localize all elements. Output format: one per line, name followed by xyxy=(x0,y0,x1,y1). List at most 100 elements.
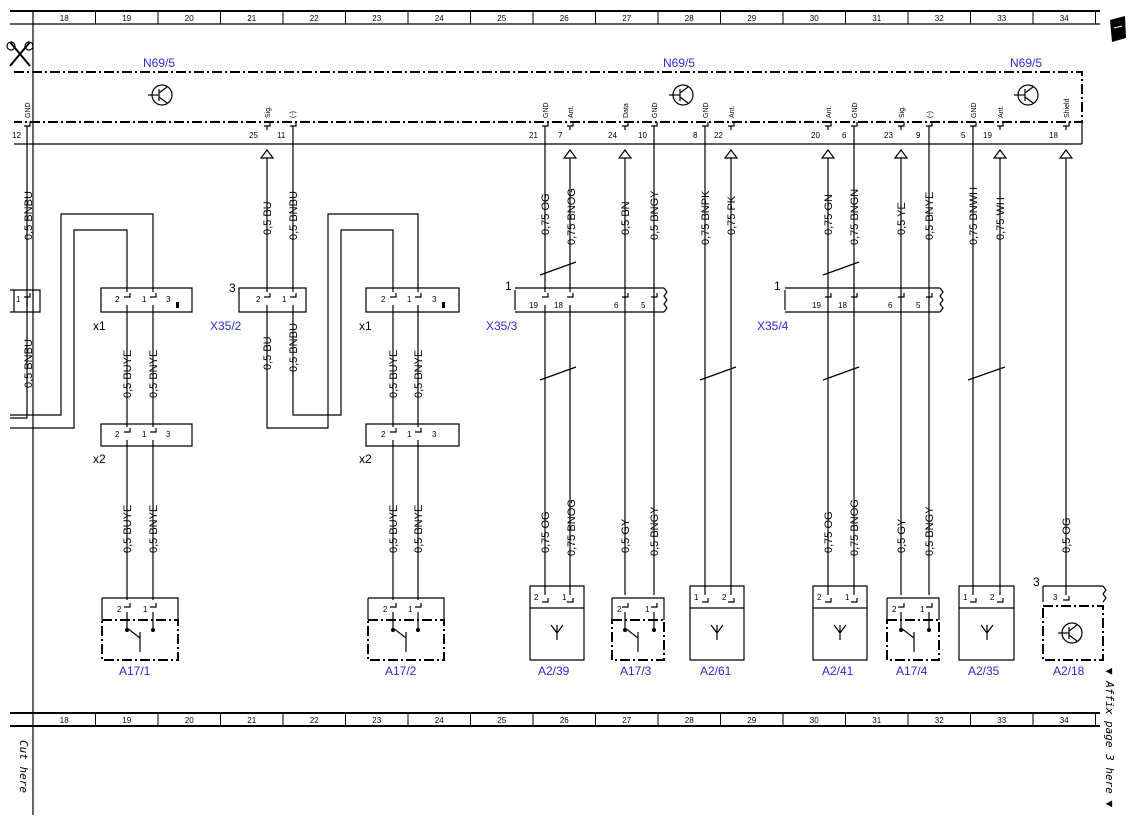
pin-label: Ant. xyxy=(826,105,833,118)
wire-label: 0,5 BU xyxy=(262,336,274,370)
component-label: A2/61 xyxy=(700,664,732,678)
ruler-top-number: 26 xyxy=(560,14,569,23)
wire-label: 0,5 OG xyxy=(1061,518,1073,553)
wire-label: 0,5 BNYE xyxy=(413,505,425,553)
wire-label: 0,5 YE xyxy=(896,202,908,235)
conn-pin: 3 xyxy=(166,295,171,304)
pin-label: GND xyxy=(971,102,978,118)
comp-pin: 1 xyxy=(645,605,650,614)
comp-pin: 2 xyxy=(817,593,822,602)
component-a17-1: 2 1 A17/1 xyxy=(101,597,179,678)
component-a2-39: 2 1 A2/39 xyxy=(529,585,585,678)
wire-label: 0,75 GN xyxy=(823,194,835,235)
comp-pin: 1 xyxy=(845,593,850,602)
ruler-bottom-number: 26 xyxy=(560,716,569,725)
ruler-top-number: 24 xyxy=(435,14,444,23)
comp-pin: 1 xyxy=(694,593,699,602)
wire-label: 0,75 BNOG xyxy=(566,188,578,245)
scissors-icon xyxy=(6,41,34,67)
conn-pin: 19 xyxy=(529,301,538,310)
ruler-bottom-number: 27 xyxy=(622,716,631,725)
module-label: N69/5 xyxy=(143,56,175,70)
wire-label: 0,5 BNBU xyxy=(288,191,300,240)
connector-prefix: x2 xyxy=(93,452,106,466)
ruler-top-number: 28 xyxy=(685,14,694,23)
pin-number: 6 xyxy=(842,131,847,140)
ruler-bottom-number: 19 xyxy=(122,716,131,725)
component-a2-18: 3 3 A2/18 xyxy=(1033,575,1107,678)
ruler-bottom-number: 28 xyxy=(685,716,694,725)
component-label: A17/4 xyxy=(896,664,928,678)
pin-label: Ant. xyxy=(998,105,1005,118)
pin-number: 23 xyxy=(884,131,893,140)
wire-label: 0,75 OG xyxy=(823,511,835,553)
component-label: A2/35 xyxy=(968,664,1000,678)
ruler-top-number: 27 xyxy=(622,14,631,23)
pin-number: 7 xyxy=(558,131,563,140)
cut-here-label: Cut here xyxy=(17,740,30,793)
wire-label: 0,5 BNYE xyxy=(148,505,160,553)
wire-label: 0,75 PK xyxy=(726,195,738,235)
connector-label: X35/4 xyxy=(757,319,789,333)
pin-label: Sig. xyxy=(899,106,906,118)
comp-pin: 1 xyxy=(408,605,413,614)
connector-label: X35/3 xyxy=(486,319,518,333)
ruler-top-number: 21 xyxy=(247,14,256,23)
pin-label: GND xyxy=(852,102,859,118)
comp-pin: 1 xyxy=(562,593,567,602)
conn-pin: 18 xyxy=(838,301,847,310)
components: 2 1 A17/1 2 1 A17/2 2 1 A2/39 xyxy=(101,575,1107,678)
conn-pin: 2 xyxy=(381,295,386,304)
pin-number: 10 xyxy=(638,131,647,140)
wire-label: 0,75 OG xyxy=(540,193,552,235)
conn-pin: 5 xyxy=(916,301,921,310)
ruler-top-number: 29 xyxy=(747,14,756,23)
connector-row-1: 1 2 1 3 x1 3 2 1 X35/2 2 1 3 x1 1 19 18 … xyxy=(10,279,944,333)
wire-label: 0,75 OG xyxy=(540,511,552,553)
pin-label: Ant. xyxy=(568,105,575,118)
ruler-bottom-number: 23 xyxy=(372,716,381,725)
pin-number: 18 xyxy=(1049,131,1058,140)
wire-labels-top: 0,5 BNBU 0,5 BU 0,5 BNBU 0,75 OG 0,75 BN… xyxy=(23,187,1007,245)
pin-number: 22 xyxy=(714,131,723,140)
pin-label: Ant. xyxy=(729,105,736,118)
pin-number: 19 xyxy=(983,131,992,140)
conn-pin: 2 xyxy=(381,430,386,439)
wire-label: 0,75 BNOG xyxy=(849,499,861,556)
conn-pin: 1 xyxy=(407,430,412,439)
comp-pin: 2 xyxy=(117,605,122,614)
shield-markers xyxy=(259,149,1074,159)
pin-number: 21 xyxy=(529,131,538,140)
component-a17-4: 2 1 A17/4 xyxy=(886,597,940,678)
pin-label: GND xyxy=(25,102,32,118)
transistor-icon xyxy=(1014,84,1039,106)
ruler-top-number: 20 xyxy=(185,14,194,23)
wire-label: 0,5 BNBU xyxy=(23,191,35,240)
conn-pin: 6 xyxy=(888,301,893,310)
comp-pin: 1 xyxy=(963,593,968,602)
conn-pin: 5 xyxy=(641,301,646,310)
pin-label: Sig. xyxy=(265,106,272,118)
pin-number: 24 xyxy=(608,131,617,140)
module-label: N69/5 xyxy=(1010,56,1042,70)
component-a17-3: 2 1 A17/3 xyxy=(611,597,665,678)
connector-number: 1 xyxy=(505,279,512,293)
ruler-bottom-number: 25 xyxy=(497,716,506,725)
comp-pin: 2 xyxy=(383,605,388,614)
wire-label: 0,5 BUYE xyxy=(122,350,134,398)
pin-number: 8 xyxy=(693,131,698,140)
wires xyxy=(10,130,1067,600)
wire-label: 0,5 BNBU xyxy=(23,339,35,388)
ruler-top-number: 34 xyxy=(1060,14,1069,23)
connector-prefix: x2 xyxy=(359,452,372,466)
transistor-icon xyxy=(1058,622,1083,644)
conn-pin: 1 xyxy=(282,295,287,304)
ruler-bottom-number: 20 xyxy=(185,716,194,725)
pin-label: GND xyxy=(652,102,659,118)
conn-pin: 19 xyxy=(812,301,821,310)
pin-number: 11 xyxy=(277,131,286,140)
connector-label: X35/2 xyxy=(210,319,242,333)
pin-number: 9 xyxy=(916,131,921,140)
